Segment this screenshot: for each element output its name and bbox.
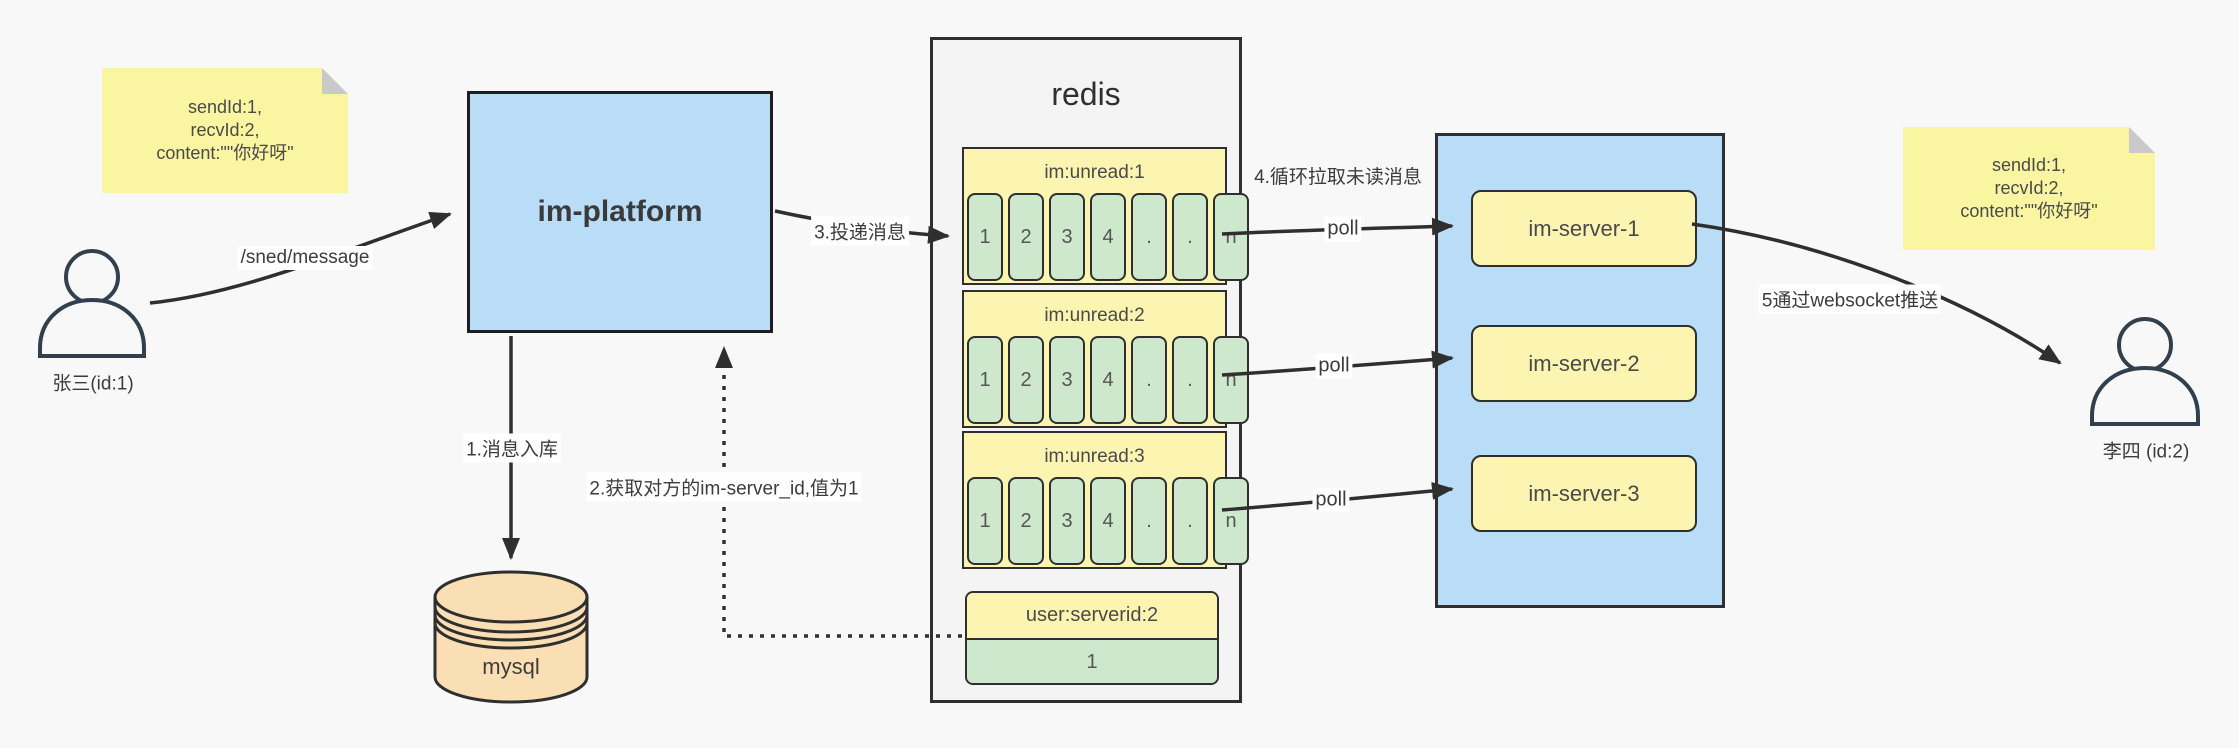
im-server-2-label: im-server-2	[1528, 350, 1640, 376]
poll-label-3: poll	[1312, 487, 1350, 513]
queue-cell: 1	[967, 477, 1003, 565]
sender-label: 张三(id:1)	[52, 373, 134, 395]
step5-label: 5通过websocket推送	[1758, 284, 1942, 314]
queue-im-unread-1: im:unread:1 1 2 3 4 . . n	[962, 147, 1249, 285]
im-server-3-label: im-server-3	[1528, 480, 1640, 506]
user-serverid-box: user:serverid:2 1	[965, 591, 1219, 685]
im-server-1-node: im-server-1	[1471, 190, 1697, 267]
queue-cell: .	[1172, 336, 1208, 424]
queue-cell: .	[1172, 193, 1208, 281]
user-icon-receiver	[2090, 317, 2200, 426]
queue-cell: 3	[1049, 193, 1085, 281]
poll-label-2: poll	[1315, 353, 1353, 379]
im-platform-label: im-platform	[537, 195, 703, 228]
queue-cell: 2	[1008, 193, 1044, 281]
receiver-label: 李四 (id:2)	[2102, 441, 2190, 463]
queue-cell: .	[1131, 336, 1167, 424]
note-line: sendId:1,	[1991, 155, 2067, 175]
im-platform-node: im-platform	[467, 91, 773, 333]
note-line: content:""你好呀"	[156, 143, 294, 163]
step2-label: 2.获取对方的im-server_id,值为1	[586, 472, 862, 502]
redis-title: redis	[1051, 76, 1121, 112]
user-icon-sender	[38, 249, 146, 358]
queue-cell: 2	[1008, 336, 1044, 424]
queue-cell: 3	[1049, 477, 1085, 565]
im-server-2-node: im-server-2	[1471, 325, 1697, 402]
queue-cell: .	[1131, 477, 1167, 565]
sticky-note-right: sendId:1, recvId:2, content:""你好呀"	[1903, 127, 2155, 250]
im-server-3-node: im-server-3	[1471, 455, 1697, 532]
user-serverid-value: 1	[967, 640, 1217, 683]
queue-title: im:unread:3	[1044, 446, 1145, 467]
queue-title: im:unread:2	[1044, 305, 1145, 326]
queue-cell: 4	[1090, 193, 1126, 281]
note-line: recvId:2,	[190, 120, 260, 140]
queue-cell: n	[1213, 336, 1249, 424]
note-fold-corner	[2129, 127, 2155, 153]
queue-cell: 4	[1090, 477, 1126, 565]
queue-cell: 1	[967, 336, 1003, 424]
mysql-label: mysql	[482, 654, 540, 679]
poll-label-1: poll	[1324, 216, 1362, 242]
queue-cell: 2	[1008, 477, 1044, 565]
queue-title: im:unread:1	[1044, 162, 1145, 183]
note-line: sendId:1,	[187, 97, 263, 117]
note-line: recvId:2,	[1994, 178, 2064, 198]
step4-label: 4.循环拉取未读消息	[1254, 167, 1422, 188]
queue-cell: .	[1172, 477, 1208, 565]
note-line: content:""你好呀"	[1960, 201, 2098, 221]
queue-cells: 1 2 3 4 . . n	[967, 193, 1249, 281]
queue-cell: .	[1131, 193, 1167, 281]
step1-label: 1.消息入库	[463, 433, 561, 463]
database-cylinder-icon	[433, 570, 589, 704]
queue-cell: 4	[1090, 336, 1126, 424]
queue-im-unread-2: im:unread:2 1 2 3 4 . . n	[962, 290, 1249, 428]
queue-cell: 1	[967, 193, 1003, 281]
send-message-label: /sned/message	[237, 246, 373, 270]
queue-cells: 1 2 3 4 . . n	[967, 336, 1249, 424]
queue-im-unread-3: im:unread:3 1 2 3 4 . . n	[962, 431, 1249, 569]
im-server-group: im-server-1 im-server-2 im-server-3	[1435, 133, 1725, 608]
queue-cell: n	[1213, 193, 1249, 281]
queue-cells: 1 2 3 4 . . n	[967, 477, 1249, 565]
sticky-note-left: sendId:1, recvId:2, content:""你好呀"	[102, 68, 348, 193]
redis-container: redis im:unread:1 1 2 3 4 . . n im:unrea…	[930, 37, 1249, 703]
user-serverid-title: user:serverid:2	[967, 593, 1217, 640]
note-fold-corner	[322, 68, 348, 94]
im-server-1-label: im-server-1	[1528, 215, 1640, 241]
step3-label: 3.投递消息	[811, 216, 909, 246]
queue-cell: 3	[1049, 336, 1085, 424]
queue-cell: n	[1213, 477, 1249, 565]
